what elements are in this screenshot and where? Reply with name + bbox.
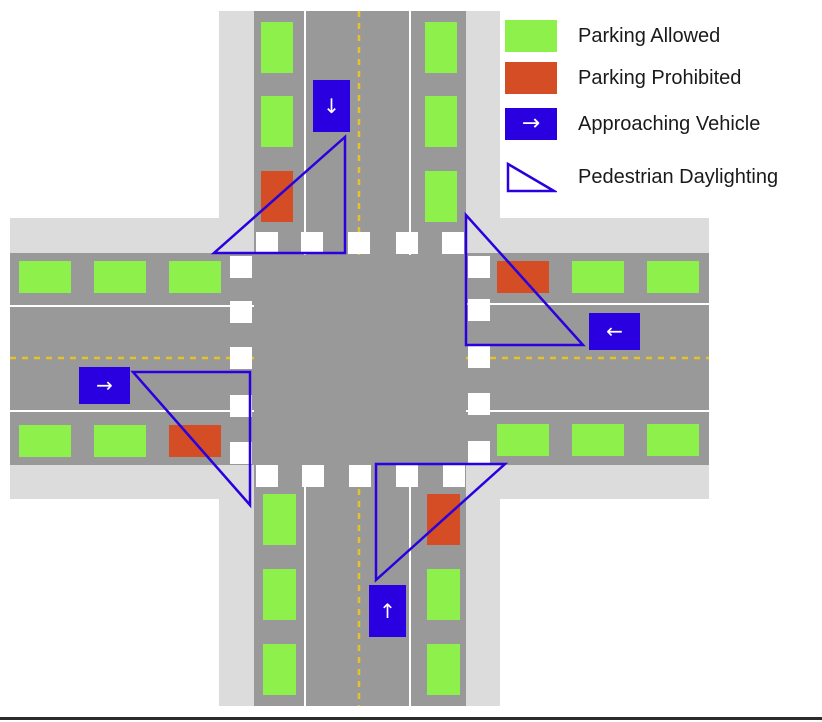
parking-space-allowed bbox=[647, 261, 699, 293]
crosswalk-block bbox=[348, 232, 370, 254]
triangle-outline-icon bbox=[505, 161, 557, 193]
down-arrow-icon: ↓ bbox=[323, 94, 340, 118]
vehicle-south: ↑ bbox=[369, 585, 406, 637]
crosswalk-block bbox=[468, 393, 490, 415]
vehicle-east: ← bbox=[589, 313, 640, 350]
legend-item-parking-prohibited: Parking Prohibited bbox=[505, 61, 741, 95]
crosswalk-block bbox=[443, 465, 465, 487]
daylighting-triangle-west bbox=[130, 370, 252, 509]
center-lines bbox=[10, 11, 709, 706]
crosswalk-block bbox=[230, 301, 252, 323]
triangle-outline-shape bbox=[506, 161, 557, 193]
crosswalk-block bbox=[301, 232, 323, 254]
parking-space-allowed bbox=[425, 96, 457, 147]
vehicles: ↓ ← → ↑ bbox=[79, 80, 640, 637]
parking-space-allowed bbox=[263, 569, 296, 620]
crosswalk-block bbox=[349, 465, 371, 487]
vehicle-marker bbox=[369, 585, 406, 637]
crosswalk-block bbox=[442, 232, 464, 254]
up-arrow-icon: ↑ bbox=[379, 599, 396, 623]
daylighting-zones bbox=[130, 134, 586, 583]
right-arrow-icon: → bbox=[96, 373, 113, 397]
crosswalk-block bbox=[468, 299, 490, 321]
parking-space-allowed bbox=[261, 96, 293, 147]
daylighting-triangle-north bbox=[210, 134, 347, 255]
parking-space-allowed bbox=[19, 261, 71, 293]
legend-item-parking-allowed: Parking Allowed bbox=[505, 19, 720, 53]
crosswalk-block bbox=[468, 256, 490, 278]
vehicle-west: → bbox=[79, 367, 130, 404]
vehicle-marker bbox=[79, 367, 130, 404]
crosswalk-block bbox=[396, 232, 418, 254]
left-arrow-icon: ← bbox=[606, 319, 623, 343]
crosswalk-west bbox=[230, 256, 252, 464]
parking-space-allowed bbox=[169, 261, 221, 293]
crosswalk-block bbox=[256, 232, 278, 254]
parking-allowed-swatch bbox=[505, 20, 557, 52]
parking-space-allowed bbox=[427, 569, 460, 620]
parking-space-allowed bbox=[263, 644, 296, 695]
crosswalk-block bbox=[256, 465, 278, 487]
right-arrow-icon: → bbox=[505, 108, 557, 140]
vehicle-marker bbox=[589, 313, 640, 350]
parking-space-allowed bbox=[572, 424, 624, 456]
crosswalk-block bbox=[468, 346, 490, 368]
parking-space-allowed bbox=[425, 22, 457, 73]
parking-allowed-spaces bbox=[19, 22, 699, 695]
crosswalk-south bbox=[256, 465, 465, 487]
legend-item-approaching-vehicle: → Approaching Vehicle bbox=[505, 107, 760, 141]
crosswalk-east bbox=[468, 256, 490, 463]
parking-space-allowed bbox=[94, 261, 146, 293]
crosswalk-block bbox=[302, 465, 324, 487]
crosswalk-block bbox=[230, 442, 252, 464]
crosswalk-north bbox=[256, 232, 464, 254]
crosswalk-block bbox=[468, 441, 490, 463]
vehicle-north: ↓ bbox=[313, 80, 350, 132]
parking-space-allowed bbox=[572, 261, 624, 293]
parking-space-allowed bbox=[497, 424, 549, 456]
parking-space-allowed bbox=[427, 644, 460, 695]
parking-prohibited-swatch bbox=[505, 62, 557, 94]
crosswalk-block bbox=[230, 395, 252, 417]
bottom-border bbox=[0, 717, 822, 720]
legend-label: Parking Prohibited bbox=[578, 66, 742, 89]
daylighting-triangle-east bbox=[464, 211, 586, 347]
parking-space-allowed bbox=[647, 424, 699, 456]
parking-space-allowed bbox=[261, 22, 293, 73]
daylighting-triangle-south bbox=[374, 462, 509, 583]
legend-label: Parking Allowed bbox=[578, 24, 721, 47]
legend-label: Approaching Vehicle bbox=[578, 112, 761, 135]
crosswalk-block bbox=[230, 256, 252, 278]
legend-item-pedestrian-daylighting: Pedestrian Daylighting bbox=[505, 160, 778, 194]
crosswalk-block bbox=[396, 465, 418, 487]
crosswalk-block bbox=[230, 347, 252, 369]
vehicle-marker bbox=[313, 80, 350, 132]
triangle-outline-icon-svg bbox=[506, 161, 557, 193]
lane-lines bbox=[10, 11, 709, 706]
parking-space-allowed bbox=[19, 425, 71, 457]
parking-space-allowed bbox=[94, 425, 146, 457]
legend-label: Pedestrian Daylighting bbox=[578, 165, 779, 188]
crosswalks bbox=[230, 232, 490, 487]
parking-space-allowed bbox=[263, 494, 296, 545]
parking-space-allowed bbox=[425, 171, 457, 222]
